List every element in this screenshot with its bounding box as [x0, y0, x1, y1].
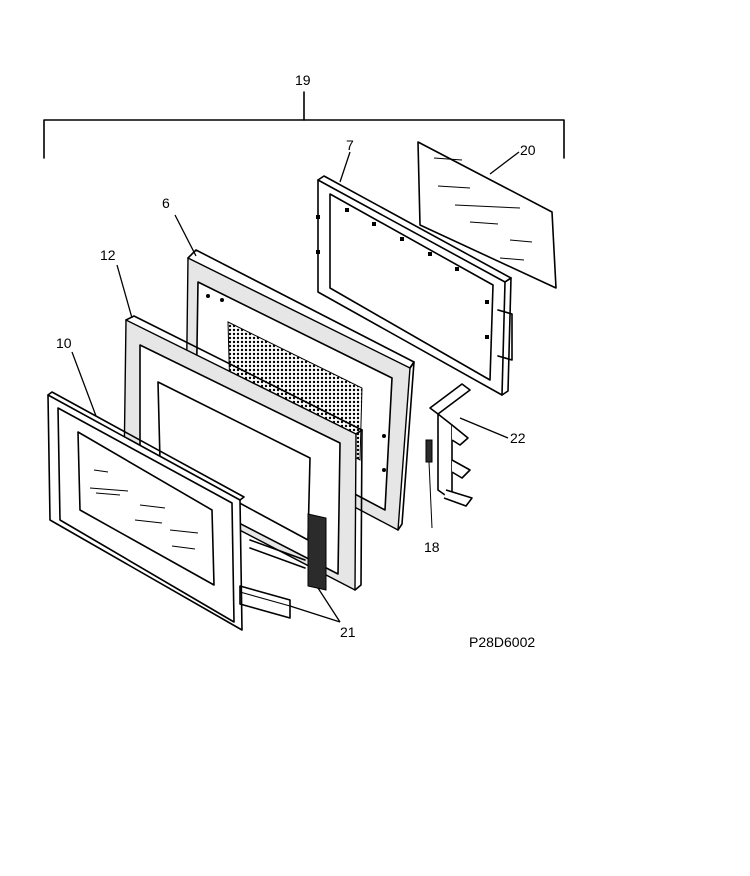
callout-7: 7	[346, 137, 354, 153]
callout-12: 12	[100, 247, 116, 263]
callout-19: 19	[295, 72, 311, 88]
leader-22	[459, 417, 509, 439]
drawing-code: P28D6002	[469, 634, 535, 650]
leader-7	[339, 151, 351, 183]
part-outer-panel	[47, 391, 245, 631]
part-latch-spring	[425, 439, 433, 529]
callout-22: 22	[510, 430, 526, 446]
leader-6	[174, 214, 197, 257]
callout-20: 20	[520, 142, 536, 158]
leader-12	[116, 264, 133, 319]
assembly-bracket	[43, 91, 565, 159]
leader-21a	[289, 605, 341, 623]
part-frame-gasket	[316, 175, 513, 396]
callout-6: 6	[162, 195, 170, 211]
part-latch-hook	[429, 383, 473, 507]
leader-21b	[317, 587, 341, 623]
leader-20	[489, 151, 520, 175]
callout-21: 21	[340, 624, 356, 640]
part-trim-strips	[239, 513, 327, 619]
callout-18: 18	[424, 539, 440, 555]
callout-10: 10	[56, 335, 72, 351]
part-glass-window	[417, 141, 557, 289]
leader-10	[71, 351, 97, 417]
